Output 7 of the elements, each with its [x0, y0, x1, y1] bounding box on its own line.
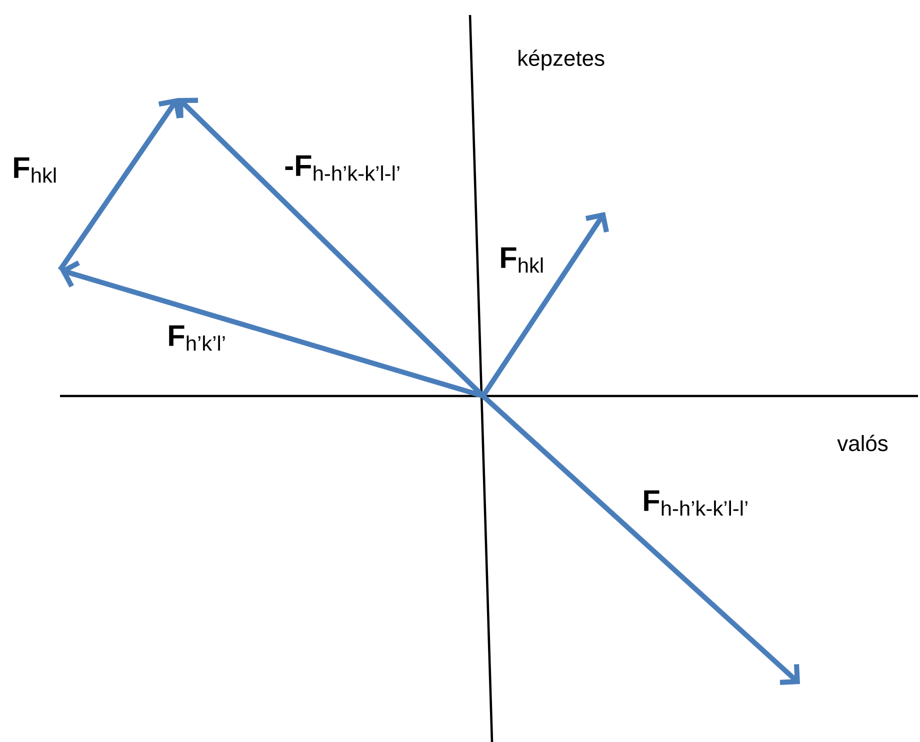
axis-label: valós [837, 434, 888, 452]
axis-label: képzetes [518, 50, 604, 70]
vector-label: -F$_{h-h’k-k’l-l’}$ [285, 155, 400, 181]
vector-label: F$_{h-h’k-k’l-l’}$ [644, 490, 748, 516]
vector-label: F$_{h’k’l’}$ [169, 325, 225, 351]
vector-label: F$_{hkl}$ [501, 247, 543, 273]
vector-label: F$_{hkl}$ [14, 157, 56, 183]
